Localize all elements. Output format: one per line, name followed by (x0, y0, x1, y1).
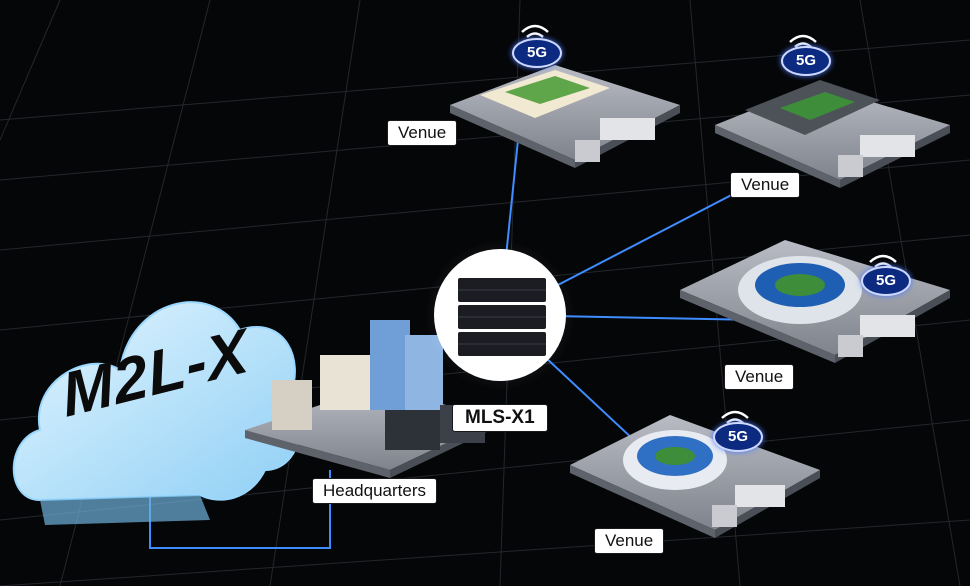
headquarters-building (245, 320, 495, 478)
venue-1-stadium (450, 65, 680, 168)
venue-2-stadium (715, 80, 950, 188)
venue-2-label: Venue (730, 172, 801, 198)
venue-4-stadium (570, 415, 820, 538)
cloud-shape (12, 301, 302, 525)
venue-1-label: Venue (387, 120, 458, 146)
venue-2-5g-badge: 5G (781, 46, 831, 76)
hub-label: MLS-X1 (452, 404, 548, 432)
hub-server (425, 240, 575, 390)
wifi-icon (521, 24, 897, 424)
venue-3-5g-badge: 5G (861, 266, 911, 296)
venue-4-5g-badge: 5G (713, 422, 763, 452)
venue-3-label: Venue (724, 364, 795, 390)
headquarters-label: Headquarters (312, 478, 438, 504)
venue-4-label: Venue (594, 528, 665, 554)
venue-3-stadium (680, 240, 950, 363)
venue-1-5g-badge: 5G (512, 38, 562, 68)
